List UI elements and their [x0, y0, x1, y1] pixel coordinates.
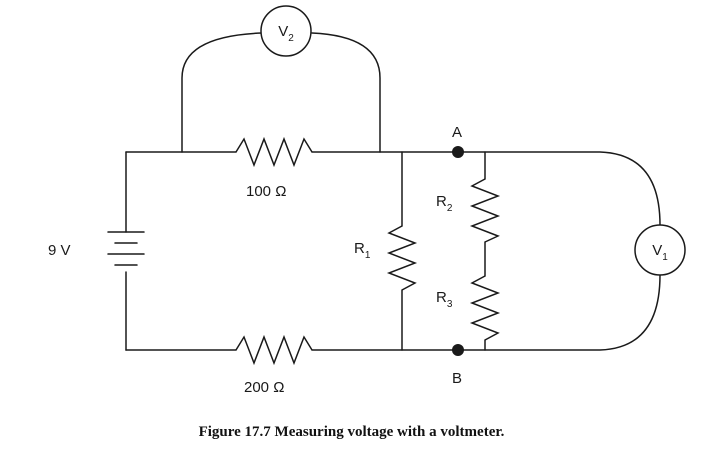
svg-text:V1: V1	[652, 242, 668, 263]
figure-caption: Figure 17.7 Measuring voltage with a vol…	[198, 424, 505, 440]
node-a	[452, 146, 464, 158]
node-b	[452, 344, 464, 356]
wire-v1-bottom	[484, 274, 661, 351]
battery-symbol	[107, 231, 145, 266]
resistor-r1-subscript: 1	[365, 250, 371, 261]
voltmeter-v2-subscript: 2	[288, 33, 294, 44]
node-b-label: B	[452, 370, 462, 387]
voltmeter-v2-symbol: V	[278, 23, 288, 40]
resistor-100-label: 100 Ω	[246, 183, 286, 200]
resistor-r3-subscript: 3	[447, 299, 453, 310]
node-a-label: A	[452, 124, 462, 141]
resistor-r1	[386, 225, 418, 291]
voltmeter-v1: V1	[634, 224, 686, 276]
resistor-r1-symbol: R	[354, 240, 365, 257]
battery-label: 9 V	[48, 242, 71, 259]
svg-text:R1: R1	[354, 240, 371, 261]
resistor-r3	[469, 275, 501, 341]
wire-v1-top	[484, 151, 661, 226]
resistor-200-label: 200 Ω	[244, 379, 284, 396]
voltmeter-v1-symbol: V	[652, 242, 662, 259]
wire-v2-right	[311, 32, 381, 153]
svg-text:R3: R3	[436, 289, 453, 310]
resistor-r2-subscript: 2	[447, 203, 453, 214]
svg-text:V2: V2	[278, 23, 294, 44]
resistor-200	[235, 334, 313, 366]
voltmeter-v2: V2	[260, 5, 312, 57]
resistor-r3-symbol: R	[436, 289, 447, 306]
svg-text:R2: R2	[436, 193, 453, 214]
resistor-r2	[469, 178, 501, 243]
resistor-100	[235, 136, 313, 168]
wire-v2-left	[181, 32, 263, 153]
resistor-r2-symbol: R	[436, 193, 447, 210]
voltmeter-v1-subscript: 1	[662, 252, 668, 263]
